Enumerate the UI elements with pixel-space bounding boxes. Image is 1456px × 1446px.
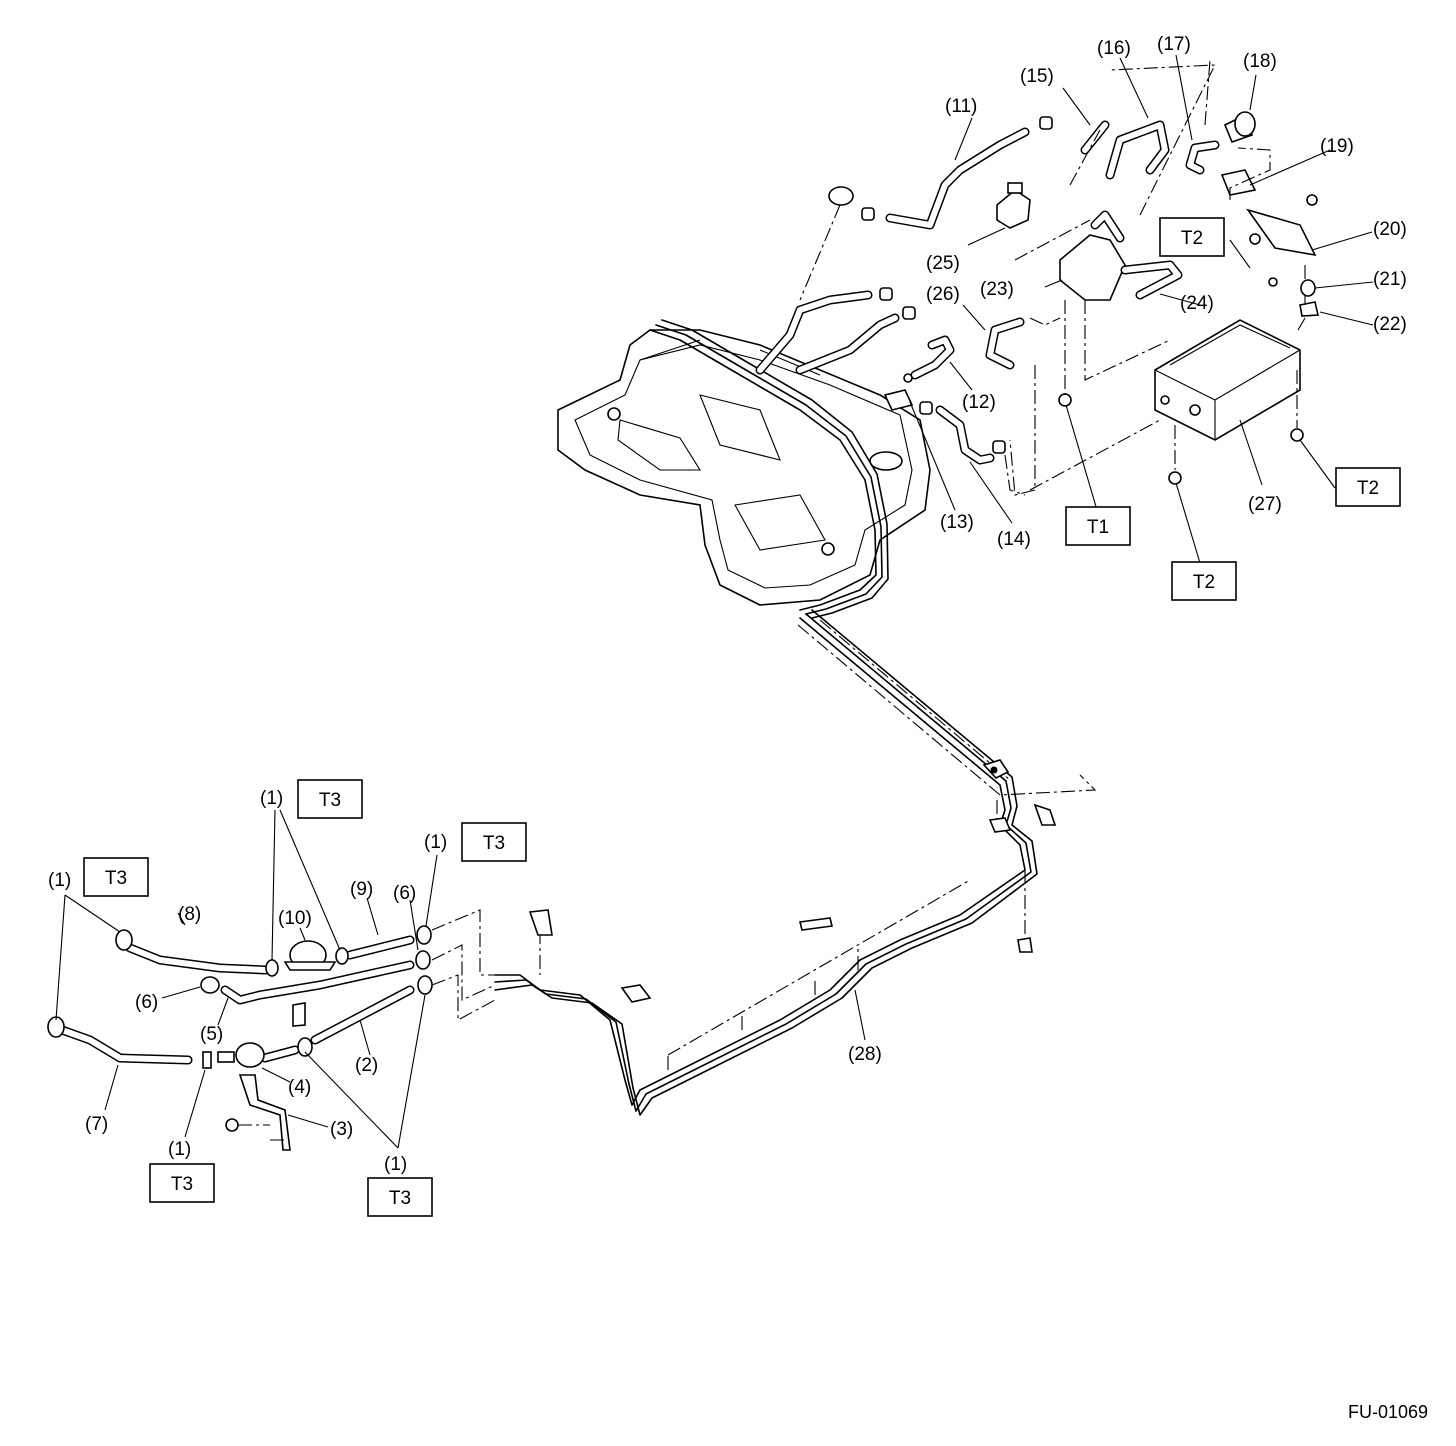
callout-15: (15) — [1020, 66, 1054, 87]
torque-label-t3c: T3 — [483, 833, 505, 854]
callout-22: (22) — [1373, 314, 1407, 335]
callout-labels: (11) (15) (16) (17) (18) (19) (20) (21) … — [48, 34, 1407, 1175]
callout-12: (12) — [962, 392, 996, 413]
callout-6a: (6) — [135, 992, 158, 1013]
torque-label-t3d: T3 — [171, 1174, 193, 1195]
torque-labels: T2 T2 T2 T1 T3 T3 T3 T3 T3 — [105, 228, 1379, 1209]
callout-9: (9) — [350, 879, 373, 900]
callout-6b: (6) — [393, 883, 416, 904]
fuel-tank — [557, 329, 931, 606]
callout-19: (19) — [1320, 136, 1354, 157]
callout-8: (8) — [178, 904, 201, 925]
callout-28: (28) — [848, 1044, 882, 1065]
lower-hoses — [47, 909, 496, 1151]
callout-11: (11) — [945, 96, 977, 117]
callout-21: (21) — [1373, 269, 1407, 290]
callout-25: (25) — [926, 253, 960, 274]
callout-3: (3) — [330, 1119, 353, 1140]
torque-label-t3a: T3 — [105, 868, 127, 889]
callout-1d: (1) — [168, 1139, 191, 1160]
tank-pipes — [649, 319, 889, 619]
leader-lines — [55, 54, 1374, 1149]
callout-1e: (1) — [384, 1154, 407, 1175]
filler-hoses — [755, 116, 1053, 496]
torque-label-t1: T1 — [1087, 517, 1109, 538]
torque-label-t2b: T2 — [1357, 478, 1379, 499]
callout-17: (17) — [1157, 34, 1191, 55]
callout-13: (13) — [940, 512, 974, 533]
callout-27: (27) — [1248, 494, 1282, 515]
torque-label-t2c: T2 — [1193, 572, 1215, 593]
line-clips — [528, 759, 1057, 1003]
fuel-line-assembly — [494, 609, 1097, 1116]
callout-5: (5) — [200, 1024, 223, 1045]
callout-1c: (1) — [424, 832, 447, 853]
evap-components — [985, 59, 1319, 496]
callout-20: (20) — [1373, 219, 1407, 240]
callout-18: (18) — [1243, 51, 1277, 72]
figure-id: FU-01069 — [1348, 1402, 1428, 1422]
torque-label-t3b: T3 — [319, 790, 341, 811]
callout-14: (14) — [997, 529, 1031, 550]
callout-24: (24) — [1180, 293, 1214, 314]
callout-10: (10) — [278, 908, 312, 929]
callout-4: (4) — [288, 1077, 311, 1098]
callout-7: (7) — [85, 1114, 108, 1135]
callout-26: (26) — [926, 284, 960, 305]
callout-23: (23) — [980, 279, 1014, 300]
callout-16: (16) — [1097, 38, 1131, 59]
callout-2: (2) — [355, 1055, 378, 1076]
torque-label-t2a: T2 — [1181, 228, 1203, 249]
callout-1b: (1) — [260, 788, 283, 809]
torque-boxes — [83, 217, 1401, 1217]
callout-1a: (1) — [48, 870, 71, 891]
torque-label-t3e: T3 — [389, 1188, 411, 1209]
